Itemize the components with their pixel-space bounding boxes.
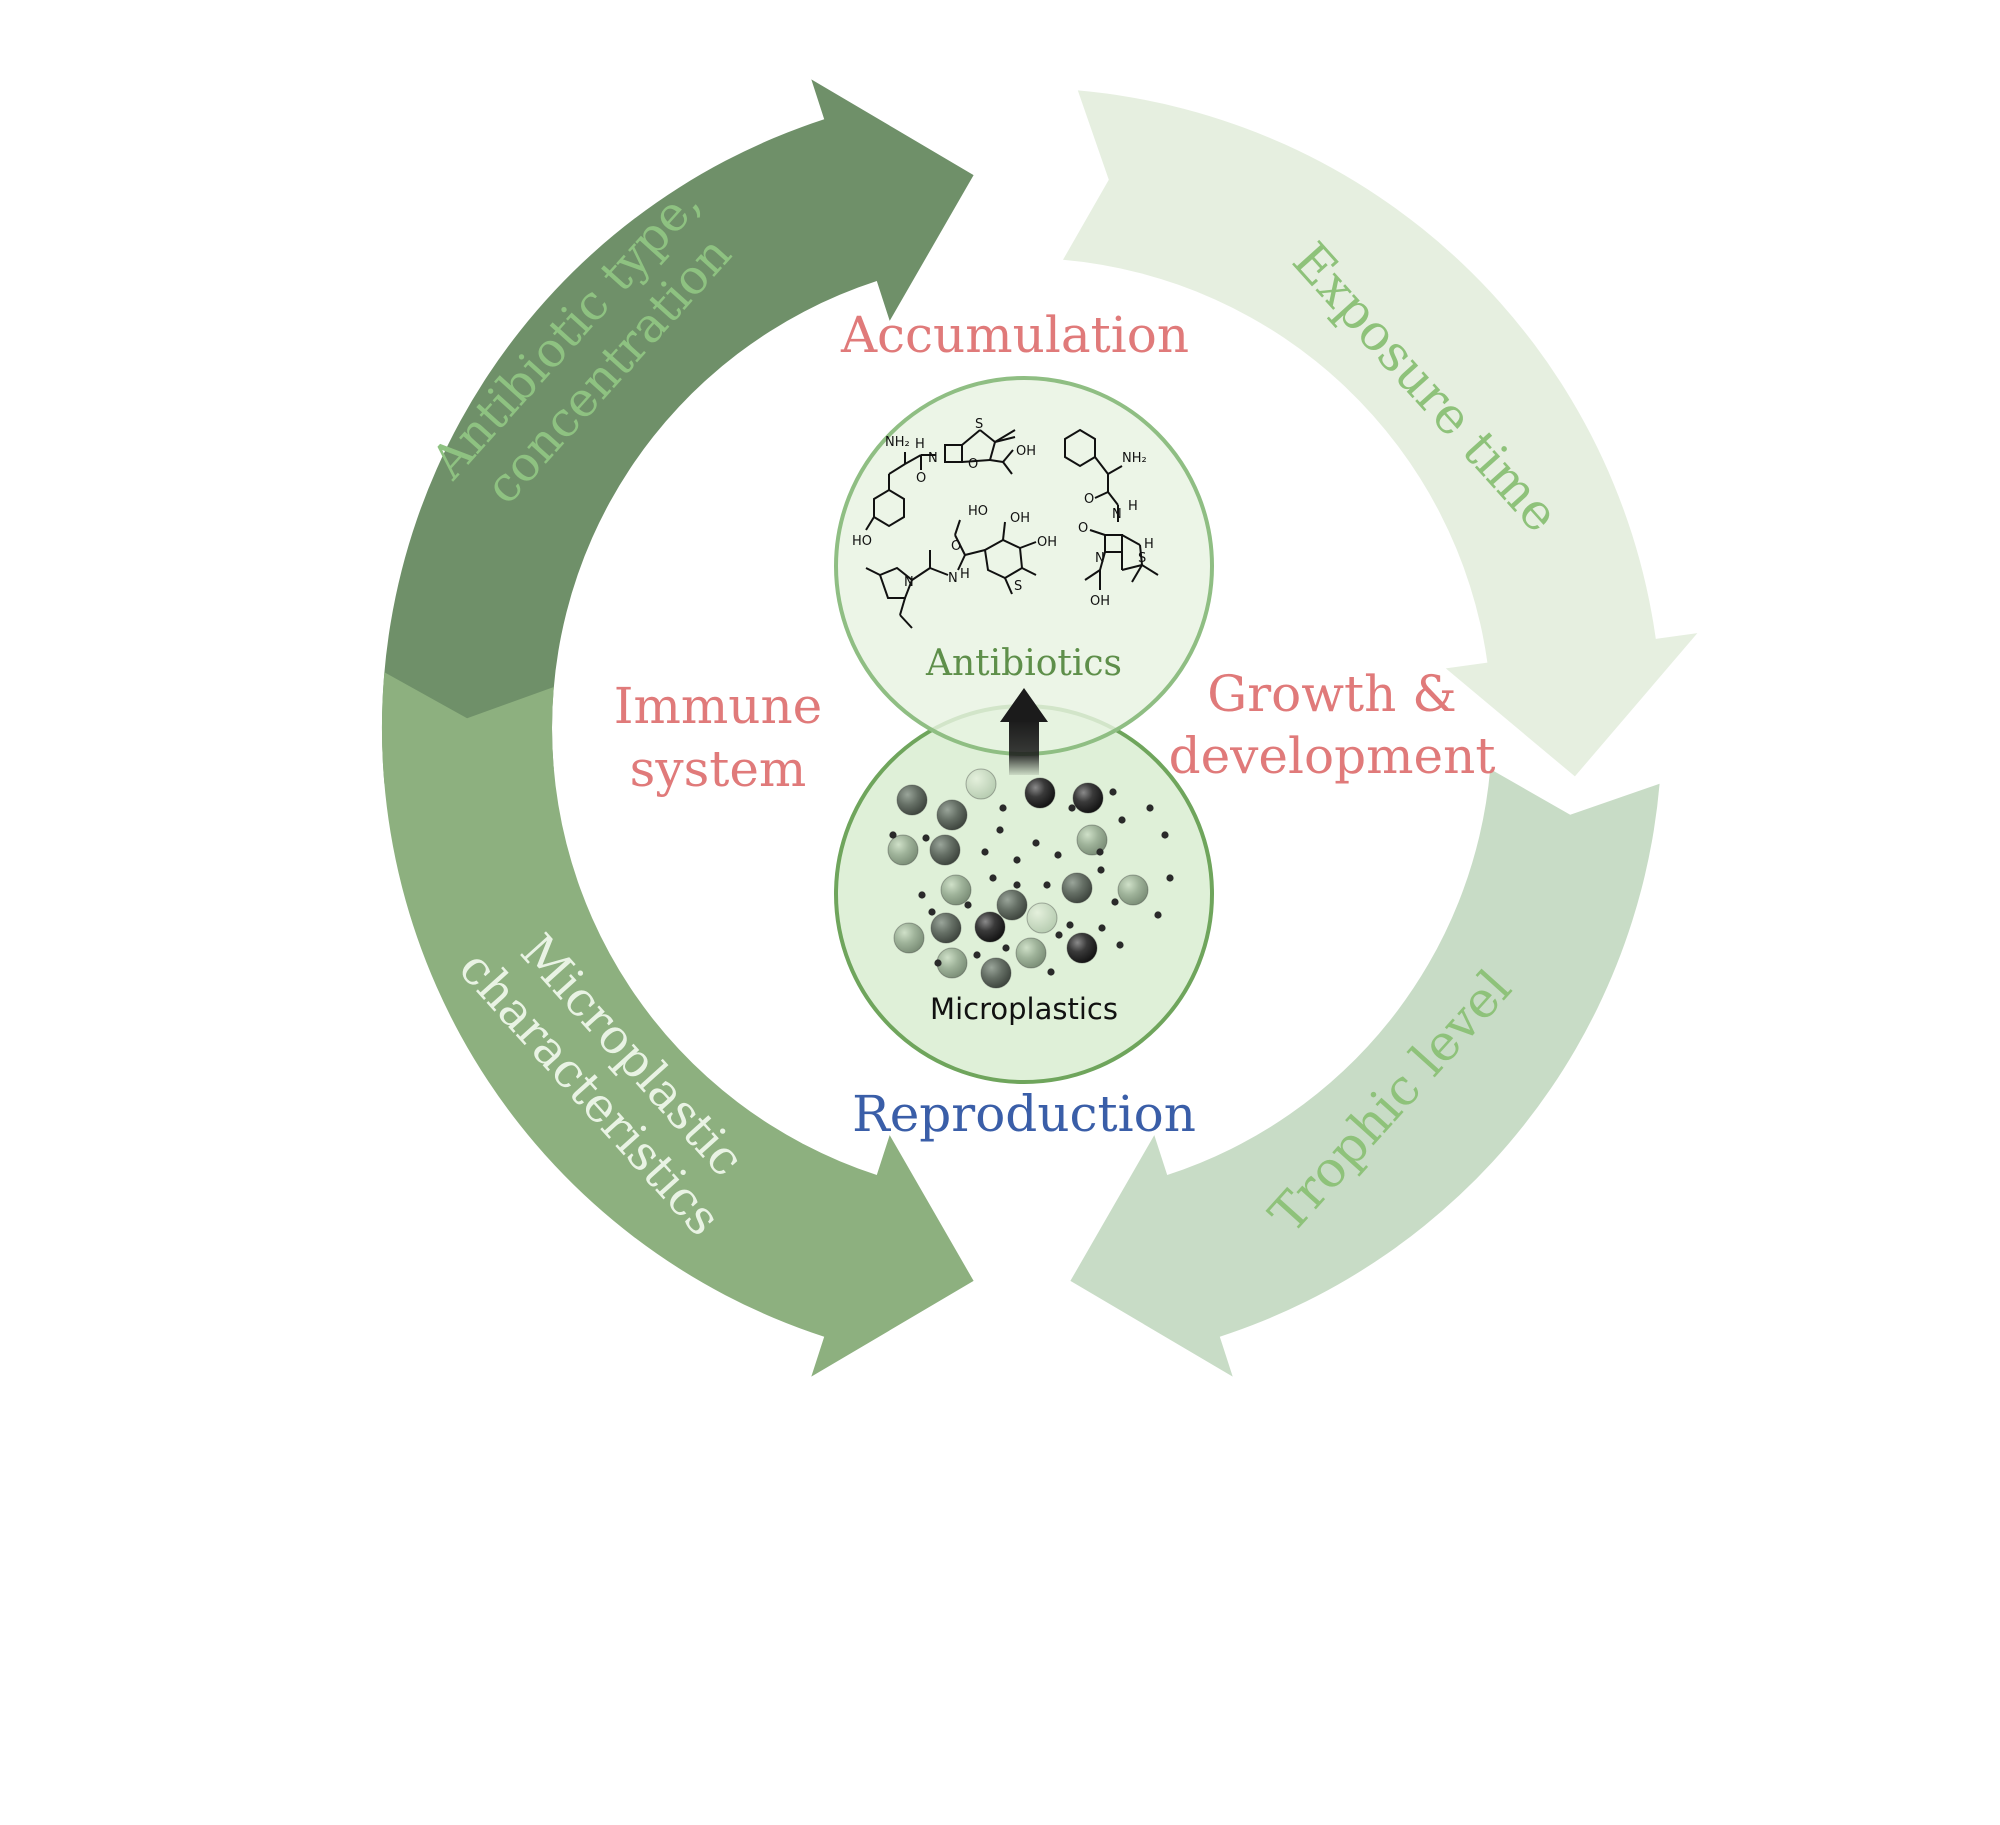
effect-reproduction: Reproduction [852,1085,1196,1143]
microplastic-dot [1066,921,1074,929]
microplastic-particles [887,768,1174,989]
antibiotics-label: Antibiotics [925,643,1122,684]
microplastic-dot [981,848,989,856]
arrow-trophic-level [1070,769,1660,1377]
microplastic-particle [940,874,972,906]
microplastic-dot [1013,881,1021,889]
microplastic-particle [1061,872,1093,904]
microplastic-particle [974,911,1006,943]
microplastic-dot [922,834,930,842]
microplastic-dot [1068,804,1076,812]
arrow-microplastic-characteristics [381,672,974,1377]
microplastic-dot [1166,874,1174,882]
chem-label: OH [1016,444,1036,459]
microplastic-dot [928,908,936,916]
microplastic-particle [887,834,919,866]
microplastic-dot [934,959,942,967]
microplastic-dot [1096,848,1104,856]
microplastic-dot [1111,898,1119,906]
chem-label: N [1112,507,1122,522]
chem-label: N [948,571,958,586]
microplastic-dot [1146,804,1154,812]
chem-label: HO [852,534,872,549]
microplastic-dot [1002,944,1010,952]
microplastic-dot [996,826,1004,834]
effect-growth-line2: development [1169,727,1496,785]
microplastic-dot [1118,816,1126,824]
chem-label: O [951,539,961,554]
microplastic-dot [989,874,997,882]
chem-label: OH [1090,594,1110,609]
microplastic-dot [1055,931,1063,939]
microplastic-dot [1043,881,1051,889]
chem-label: S [1014,579,1022,594]
microplastics-label: Microplastics [930,992,1118,1026]
chem-label: O [916,471,926,486]
microplastic-dot [1013,856,1021,864]
chem-label: HO [968,504,988,519]
microplastic-particle [930,912,962,944]
chem-label: OH [1010,511,1030,526]
microplastic-particle [980,957,1012,989]
microplastic-particle [1117,874,1149,906]
microplastic-particle [1076,824,1108,856]
chemical-labels: NH₂ H N S O O OH HO NH₂ O N H H S N O OH… [852,417,1154,609]
chem-label: H [1128,499,1138,514]
microplastic-particle [1066,932,1098,964]
chem-label: N [928,451,938,466]
chem-label: O [1084,492,1094,507]
microplastic-dot [1109,788,1117,796]
chem-label: NH₂ [885,435,910,450]
microplastic-dot [1116,941,1124,949]
effect-growth-line1: Growth & [1207,665,1456,723]
chem-label: N [1095,551,1105,566]
chem-label: NH₂ [1122,451,1147,466]
chem-label: N [904,575,914,590]
chem-label: O [968,457,978,472]
chem-label: S [1138,551,1146,566]
chemical-structures-icon [865,428,1159,629]
microplastic-dot [889,831,897,839]
microplastic-particle [1026,902,1058,934]
microplastic-particle [896,784,928,816]
chem-label: H [960,567,970,582]
microplastic-dot [1097,866,1105,874]
effect-accumulation: Accumulation [840,306,1189,364]
arrow-exposure-time [1063,90,1698,777]
microplastic-particle [965,768,997,800]
microplastic-particle [929,834,961,866]
microplastic-dot [999,804,1007,812]
microplastic-particle [893,922,925,954]
chem-label: O [1078,521,1088,536]
microplastic-dot [1161,831,1169,839]
microplastic-dot [1054,851,1062,859]
chem-label: S [975,417,983,432]
microplastic-dot [973,951,981,959]
microplastic-dot [964,901,972,909]
microplastic-dot [1154,911,1162,919]
effect-immune-line1: Immune [614,677,823,735]
arrow-antibiotic-type-concentration [381,79,974,784]
microplastic-particle [1072,782,1104,814]
microplastic-particle [996,889,1028,921]
microplastic-particle [1015,937,1047,969]
microplastic-dot [1032,839,1040,847]
up-arrow-icon [1000,688,1048,775]
chem-label: OH [1037,535,1057,550]
microplastic-dot [918,891,926,899]
chem-label: H [915,437,925,452]
chem-label: H [1144,537,1154,552]
effect-immune-line2: system [630,740,807,798]
microplastic-particle [1024,777,1056,809]
microplastic-dot [1098,924,1106,932]
microplastic-particle [936,799,968,831]
microplastic-dot [1047,968,1055,976]
